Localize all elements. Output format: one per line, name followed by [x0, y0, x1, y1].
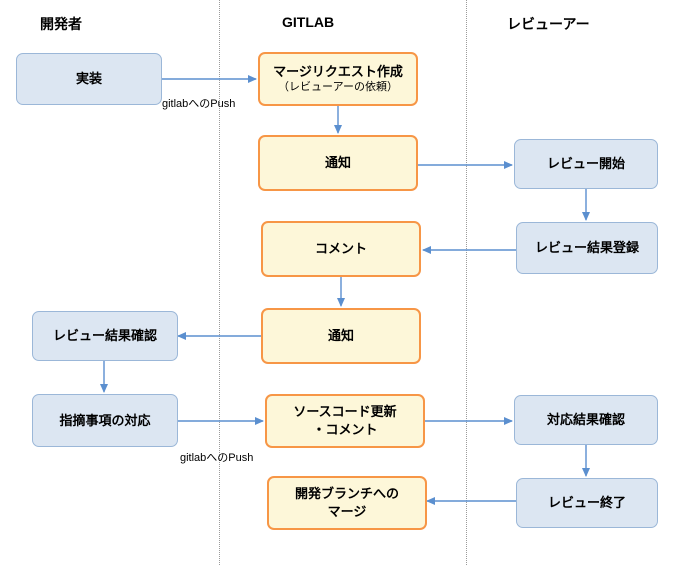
lane-title-gitlab: GITLAB: [282, 14, 335, 30]
node-confirm-response: 対応結果確認: [514, 395, 658, 445]
node-review-register: レビュー結果登録: [516, 222, 658, 274]
node-update-line1: ソースコード更新: [293, 404, 397, 420]
edge-label-push-1: gitlabへのPush: [162, 98, 236, 110]
node-notify-1-label: 通知: [324, 155, 351, 171]
lane-title-developer: 開発者: [40, 16, 82, 32]
node-create-merge-request: マージリクエスト作成 （レビューアーの依頼）: [258, 52, 418, 106]
node-comment-label: コメント: [314, 241, 367, 257]
lane-title-reviewer: レビューアー: [507, 16, 590, 32]
node-address-items: 指摘事項の対応: [32, 394, 178, 447]
node-review-start-label: レビュー開始: [546, 156, 625, 172]
node-notify-2-label: 通知: [327, 328, 354, 344]
lane-divider-right: [466, 0, 467, 565]
node-review-end: レビュー終了: [516, 478, 658, 528]
node-review-start: レビュー開始: [514, 139, 658, 189]
node-create-mr-label: マージリクエスト作成: [273, 63, 403, 79]
node-notify-1: 通知: [258, 135, 418, 191]
node-confirm-response-label: 対応結果確認: [546, 412, 625, 428]
node-implement: 実装: [16, 53, 162, 105]
node-address-items-label: 指摘事項の対応: [59, 412, 151, 428]
node-review-end-label: レビュー終了: [547, 495, 626, 511]
node-implement-label: 実装: [75, 71, 102, 87]
node-merge-line1: 開発ブランチへの: [294, 486, 399, 502]
node-notify-2: 通知: [261, 308, 421, 364]
lane-divider-left: [219, 0, 220, 565]
node-review-register-label: レビュー結果登録: [534, 240, 639, 256]
node-create-mr-sublabel: （レビューアーの依頼）: [278, 81, 398, 94]
edge-label-push-2: gitlabへのPush: [180, 452, 254, 464]
node-review-confirm-label: レビュー結果確認: [52, 328, 157, 344]
node-update-line2: ・コメント: [312, 422, 378, 437]
node-update-source: ソースコード更新 ・コメント: [265, 394, 425, 448]
node-review-confirm: レビュー結果確認: [32, 311, 178, 361]
node-comment: コメント: [261, 221, 421, 277]
node-merge-line2: マージ: [327, 504, 367, 519]
node-merge: 開発ブランチへの マージ: [267, 476, 427, 530]
